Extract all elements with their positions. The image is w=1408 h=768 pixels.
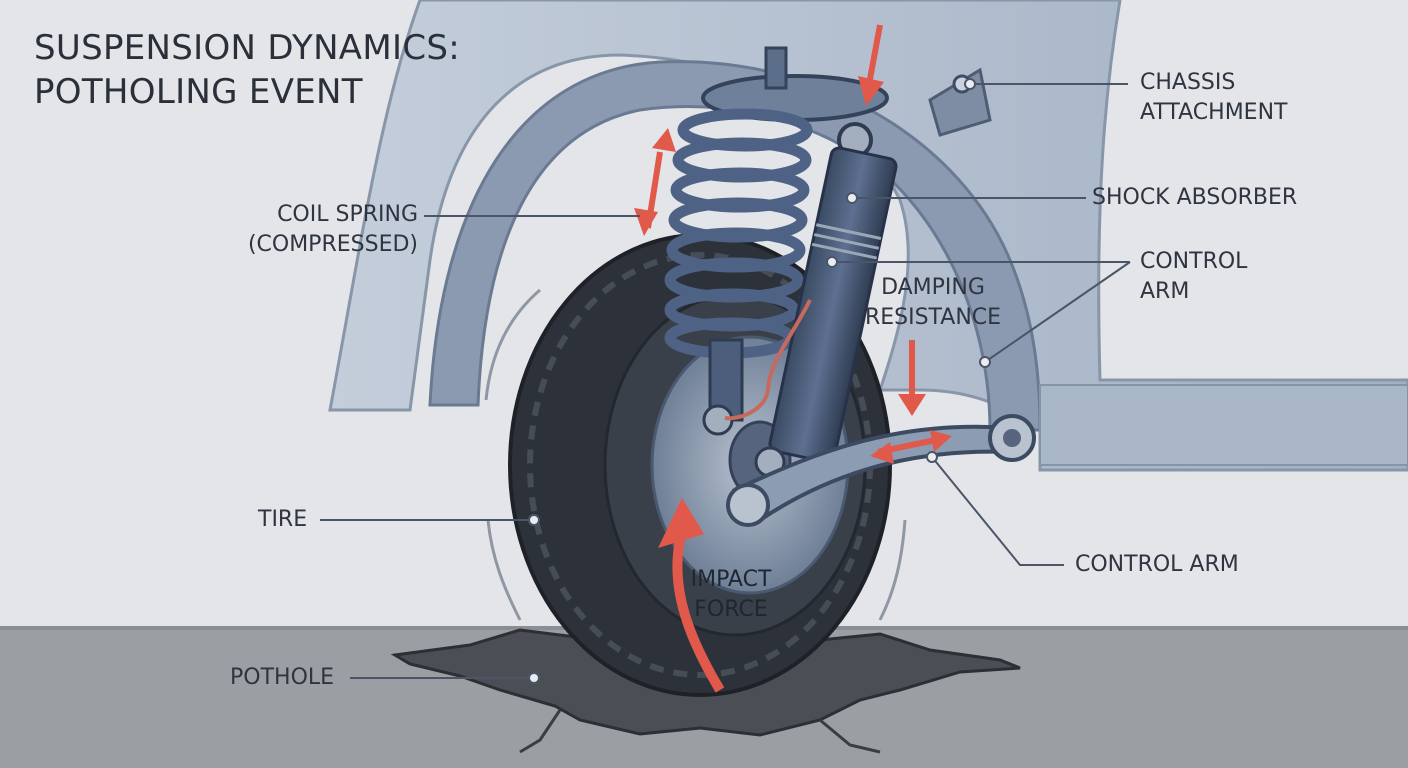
motion-line xyxy=(484,288,541,401)
strut-top-stud xyxy=(764,46,788,90)
title-line-2: POTHOLING EVENT xyxy=(34,72,363,112)
label-line: (COMPRESSED) xyxy=(247,232,418,257)
label-line: FORCE xyxy=(694,597,768,622)
shock-bands xyxy=(811,223,882,260)
label-chassis-attachment: CHASSIS ATTACHMENT xyxy=(1140,68,1287,128)
leader-lines xyxy=(320,83,1131,679)
diagram-title: SUSPENSION DYNAMICS: POTHOLING EVENT xyxy=(34,26,460,114)
force-arrows xyxy=(634,24,952,693)
motion-line xyxy=(486,519,522,621)
coil-spring xyxy=(664,108,813,359)
label-line: ATTACHMENT xyxy=(1140,100,1288,125)
label-pothole: POTHOLE xyxy=(230,665,335,690)
leader-dots xyxy=(528,78,991,684)
pothole-crack xyxy=(819,718,881,754)
label-shock-absorber: SHOCK ABSORBER xyxy=(1092,185,1298,210)
label-damping-resistance: DAMPING RESISTANCE xyxy=(858,273,1008,333)
label-line: IMPACT xyxy=(690,567,772,592)
pothole-crack xyxy=(519,709,562,754)
title-line-1: SUSPENSION DYNAMICS: xyxy=(34,28,461,68)
label-line: RESISTANCE xyxy=(864,305,1002,330)
label-line: COIL SPRING xyxy=(277,202,418,227)
control-arm-outer-bushing xyxy=(726,483,770,527)
label-coil-spring: COIL SPRING (COMPRESSED) xyxy=(230,200,418,260)
brake-line xyxy=(724,299,812,421)
label-line: CONTROL xyxy=(1140,249,1248,274)
label-tire: TIRE xyxy=(258,507,308,532)
label-line: DAMPING xyxy=(881,275,985,300)
label-line: ARM xyxy=(1140,279,1190,304)
label-line: CHASSIS xyxy=(1140,70,1236,95)
shock-body xyxy=(768,146,898,464)
label-control-arm-lower: CONTROL ARM xyxy=(1075,552,1239,577)
label-impact-force: IMPACT FORCE xyxy=(676,565,786,625)
motion-line xyxy=(878,519,907,621)
side-sill xyxy=(1039,384,1408,466)
label-control-arm-upper: CONTROL ARM xyxy=(1140,247,1247,307)
